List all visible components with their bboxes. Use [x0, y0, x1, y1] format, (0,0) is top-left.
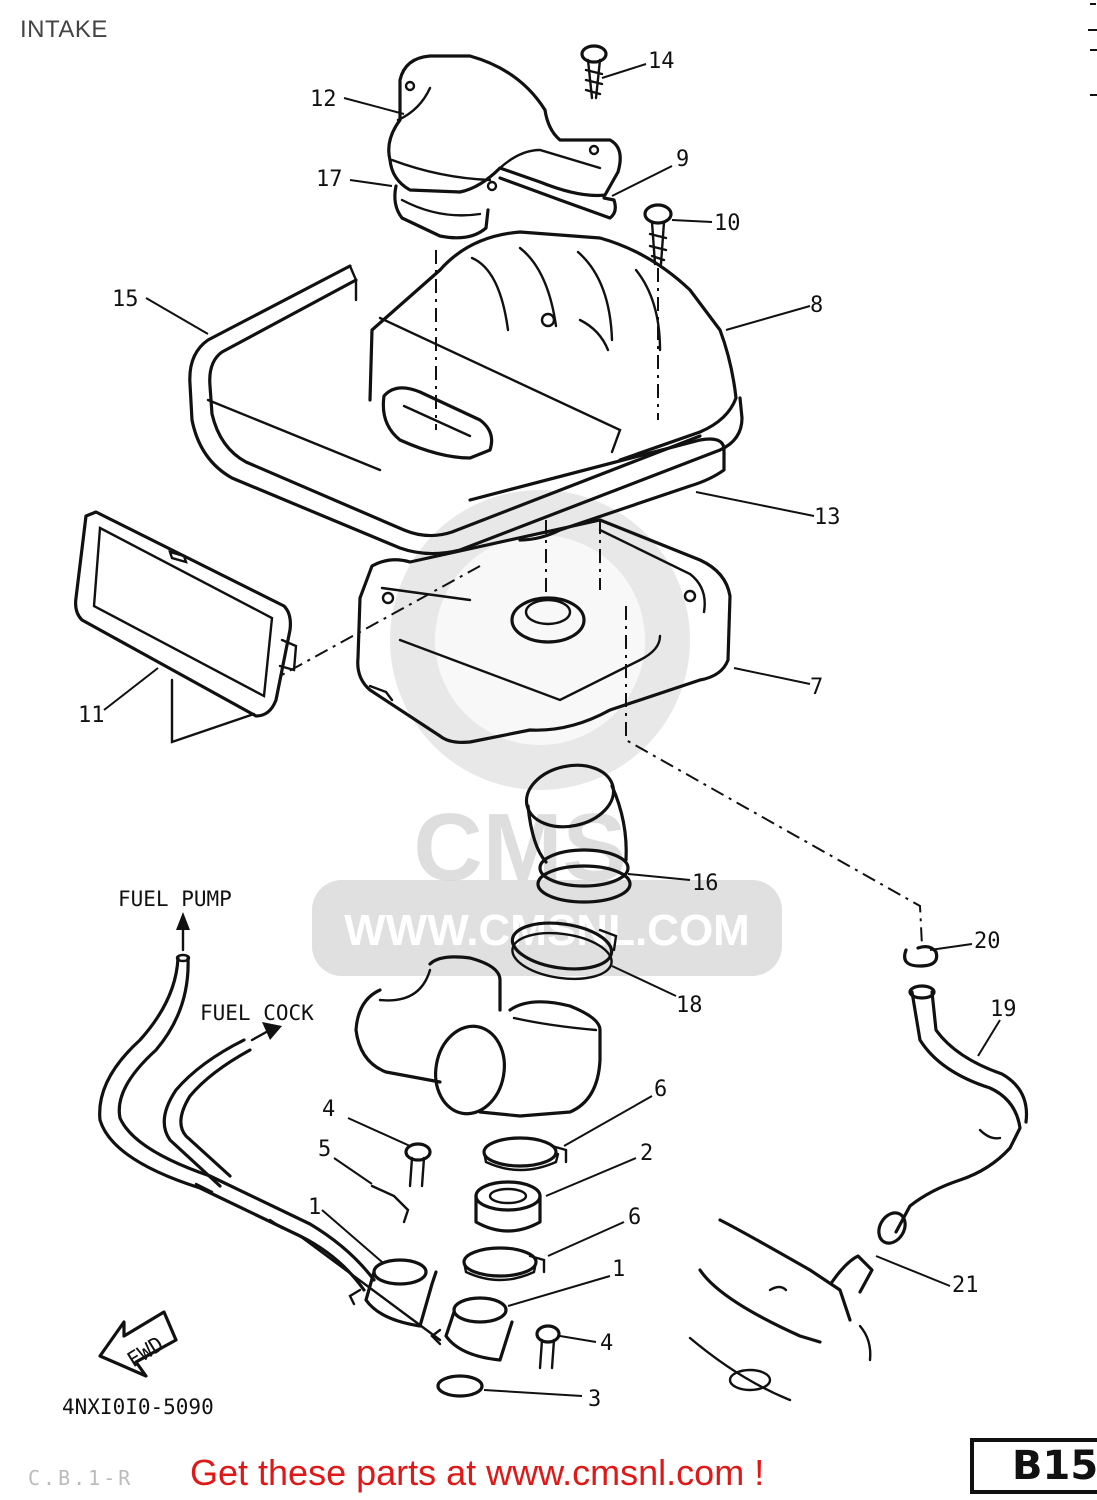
callout-7: 7	[810, 675, 823, 700]
part-4b-screw	[535, 1324, 561, 1370]
callouts: 14 12 9 17 10 15 8 13 11 7 16 20 18 19 6…	[78, 49, 1017, 1412]
callout-12: 12	[310, 87, 337, 112]
arrow-fuel-pump	[176, 912, 190, 952]
callout-4-lower: 4	[600, 1331, 613, 1356]
drawing-code: 4NXI0I0-5090	[62, 1395, 214, 1419]
callout-9: 9	[676, 147, 689, 172]
part-10-screw	[643, 203, 673, 266]
page-title: INTAKE	[20, 16, 108, 43]
callout-8: 8	[810, 293, 823, 318]
callout-20: 20	[974, 929, 1001, 954]
alignment-lines	[279, 250, 923, 947]
arrow-fuel-cock	[250, 1022, 282, 1042]
note-fwd: FWD	[123, 1332, 168, 1372]
part-16-joint	[524, 763, 632, 904]
callout-10: 10	[714, 211, 741, 236]
callout-14: 14	[648, 49, 675, 74]
part-8-cover	[368, 230, 738, 462]
callout-17: 17	[316, 167, 343, 192]
carburetor-body	[354, 955, 602, 1118]
callout-5: 5	[318, 1137, 331, 1162]
callout-6-lower: 6	[628, 1205, 641, 1230]
part-3-o-ring	[436, 1374, 484, 1398]
callout-15: 15	[112, 287, 139, 312]
callout-13: 13	[814, 505, 841, 530]
note-fuel-pump: FUEL PUMP	[118, 887, 232, 911]
faded-footer-code: C.B.1-R	[28, 1466, 134, 1490]
corner-marks	[1088, 3, 1097, 96]
callout-19: 19	[990, 997, 1017, 1022]
part-4a-screw	[404, 1142, 432, 1188]
fwd-arrow-icon	[98, 1310, 178, 1378]
part-6b-clamp	[462, 1246, 546, 1282]
callout-21: 21	[952, 1273, 979, 1298]
callout-1-lower: 1	[612, 1257, 625, 1282]
leader-lines	[103, 63, 1001, 1397]
part-12-duct-cover	[387, 54, 622, 198]
callout-18: 18	[676, 993, 703, 1018]
part-1b-holder	[430, 1296, 514, 1362]
note-fuel-cock: FUEL COCK	[200, 1001, 314, 1025]
part-14-screw	[580, 44, 608, 100]
watermark-logo: CMS	[413, 794, 626, 901]
callout-11: 11	[78, 703, 105, 728]
part-7-case	[356, 518, 732, 744]
callout-2: 2	[640, 1141, 653, 1166]
callout-6-upper: 6	[654, 1077, 667, 1102]
callout-16: 16	[692, 871, 719, 896]
part-15-frame	[188, 264, 744, 556]
fuel-hoses	[98, 953, 442, 1342]
part-18-clamp	[510, 921, 618, 981]
part-17-duct-seal	[393, 184, 490, 240]
part-5-bracket	[370, 1184, 410, 1224]
part-13-seal	[468, 437, 726, 542]
watermark-text: WWW.CMSNL.COM	[344, 906, 750, 955]
callout-1-upper: 1	[308, 1195, 321, 1220]
page-ref-box: B15	[970, 1438, 1097, 1494]
part-2-joint	[474, 1180, 542, 1233]
callout-3: 3	[588, 1387, 601, 1412]
callout-4-upper: 4	[322, 1097, 335, 1122]
part-9-damper	[498, 176, 617, 220]
engine-fitting	[688, 1218, 874, 1402]
part-19-hose	[877, 984, 1029, 1245]
part-6a-clamp	[482, 1136, 568, 1172]
part-1a-holder	[348, 1258, 438, 1328]
part-20-clip	[903, 945, 939, 968]
part-11-filter	[74, 510, 298, 744]
promo-link[interactable]: Get these parts at www.cmsnl.com !	[190, 1452, 765, 1493]
